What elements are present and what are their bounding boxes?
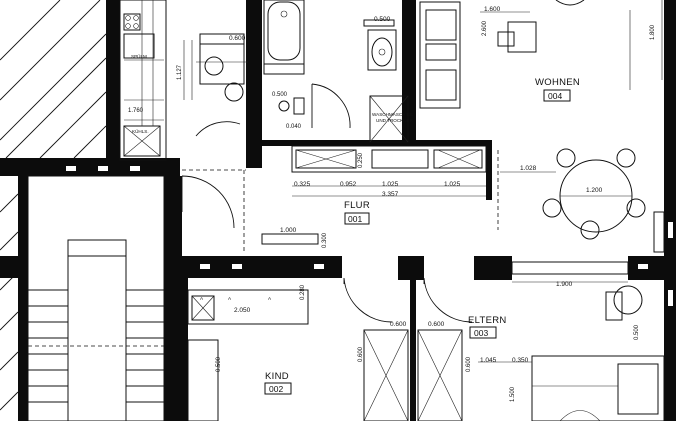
dim-0040: 0.040 — [286, 124, 302, 130]
dim-0600-v: 0.600 — [466, 356, 472, 372]
room-name-flur: FLUR — [344, 200, 370, 211]
kitchen: SPÜLM. KÜHLS. 1.127 1.760 0.600 — [119, 0, 248, 161]
spuelm-label: SPÜLM. — [131, 53, 148, 59]
dim-1200: 1.200 — [586, 187, 603, 194]
dim-0500-mid: 0.500 — [272, 92, 288, 98]
dim-0500-top: 0.500 — [374, 16, 391, 23]
dim-2600: 2.600 — [482, 20, 488, 36]
walls — [0, 0, 676, 421]
dim-0500-e: 0.500 — [634, 324, 640, 340]
room-name-wohnen: WOHNEN — [535, 77, 580, 88]
room-number-flur: 001 — [348, 214, 362, 224]
room-number-wohnen: 004 — [548, 91, 562, 101]
kuehls-label: KÜHLS. — [132, 128, 149, 134]
dim-1025-a: 1.025 — [382, 181, 399, 188]
dim-0600-k: 0.600 — [390, 321, 407, 328]
section-a-1: A — [200, 296, 204, 301]
kind-room: A A A 2.050 0.280 0.500 0.600 0.600 KIND… — [187, 277, 409, 421]
exterior-hatch — [0, 0, 107, 411]
waschmaschine-label: WASCHMASCHINE — [372, 112, 413, 117]
living-furniture: 1.600 2.600 1.800 1.200 1.028 — [419, 0, 665, 253]
dim-1900: 1.900 — [556, 281, 573, 288]
dim-0325: 0.325 — [294, 181, 311, 188]
dim-1028: 1.028 — [520, 165, 537, 172]
dim-1000: 1.000 — [280, 227, 297, 234]
dim-0280: 0.280 — [300, 284, 306, 300]
wall-openings — [66, 166, 673, 306]
staircase — [27, 175, 165, 421]
dim-1760: 1.760 — [128, 108, 144, 114]
room-number-eltern: 003 — [474, 328, 488, 338]
dim-1600: 1.600 — [484, 6, 501, 13]
section-a-2: A — [228, 296, 232, 301]
dim-0350: 0.350 — [512, 357, 529, 364]
dim-1025-b: 1.025 — [444, 181, 461, 188]
trockner-label: UND TROCKNER — [376, 118, 414, 123]
dim-3357: 3.357 — [382, 191, 399, 198]
dim-0250: 0.250 — [358, 152, 364, 168]
dim-0952: 0.952 — [340, 181, 357, 188]
hallway: 0.325 0.952 1.025 1.025 3.357 0.250 1.00… — [181, 121, 487, 254]
room-name-eltern: ELTERN — [468, 315, 507, 326]
room-number-kind: 002 — [269, 384, 283, 394]
dim-2050: 2.050 — [234, 307, 251, 314]
dim-0600-e: 0.600 — [428, 321, 445, 328]
dim-0500-k: 0.500 — [216, 356, 222, 372]
dim-0600-s: 0.600 — [358, 346, 364, 362]
dim-0600-a: 0.600 — [229, 35, 246, 42]
dim-1127: 1.127 — [177, 64, 183, 80]
dim-0300: 0.300 — [322, 232, 328, 248]
dim-1500: 1.500 — [510, 386, 516, 402]
eltern-room: 0.600 0.600 1.900 0.500 1.045 0.350 1.50… — [417, 261, 665, 421]
dim-1045: 1.045 — [480, 357, 497, 364]
room-name-kind: KIND — [265, 371, 289, 382]
dim-1800: 1.800 — [650, 24, 656, 40]
section-a-3: A — [268, 296, 272, 301]
bathroom: 0.500 0.040 WASCHMASCHINE UND TROCKNER 0… — [263, 0, 414, 143]
